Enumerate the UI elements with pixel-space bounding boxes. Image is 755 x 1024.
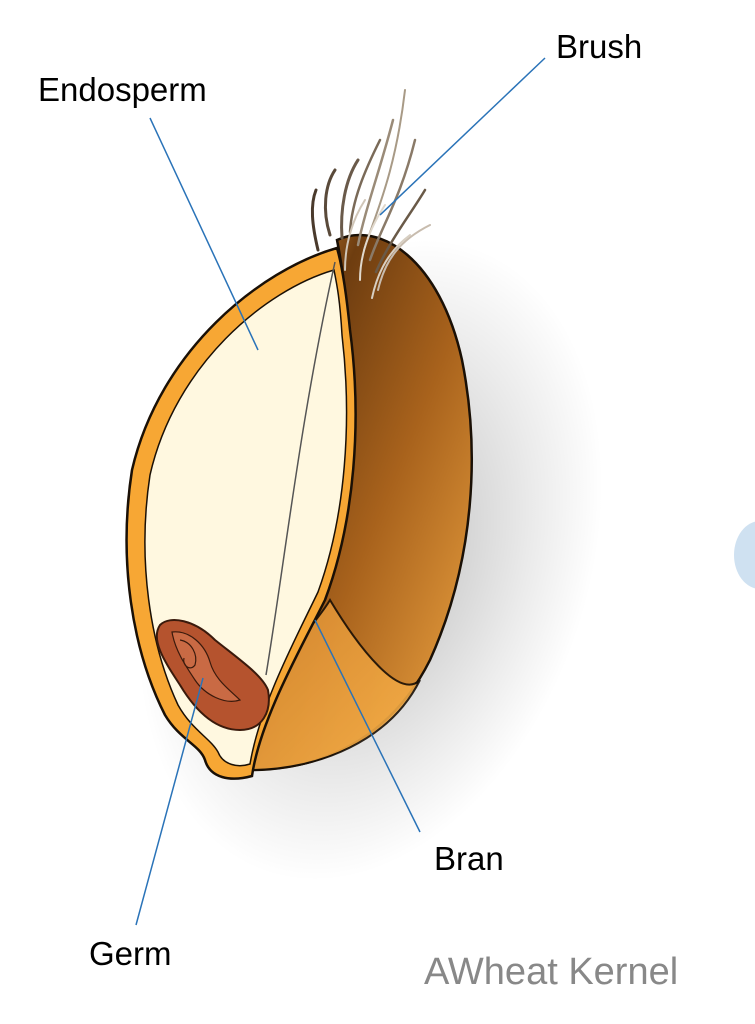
germ-inner-curl bbox=[179, 639, 197, 669]
germ-label: Germ bbox=[89, 935, 172, 972]
brush-leader-line bbox=[379, 57, 546, 216]
endosperm-leader-line bbox=[149, 117, 259, 351]
brush-hairs bbox=[310, 89, 431, 299]
endosperm-label: Endosperm bbox=[38, 71, 207, 108]
edge-decoration bbox=[734, 521, 755, 589]
crease-line bbox=[265, 261, 336, 676]
diagram-caption: AWheat Kernel bbox=[424, 951, 679, 993]
bran-leader-line bbox=[314, 619, 421, 833]
brush-label: Brush bbox=[556, 28, 643, 65]
bran-label: Bran bbox=[434, 840, 504, 877]
germ-leader-line bbox=[135, 677, 204, 926]
